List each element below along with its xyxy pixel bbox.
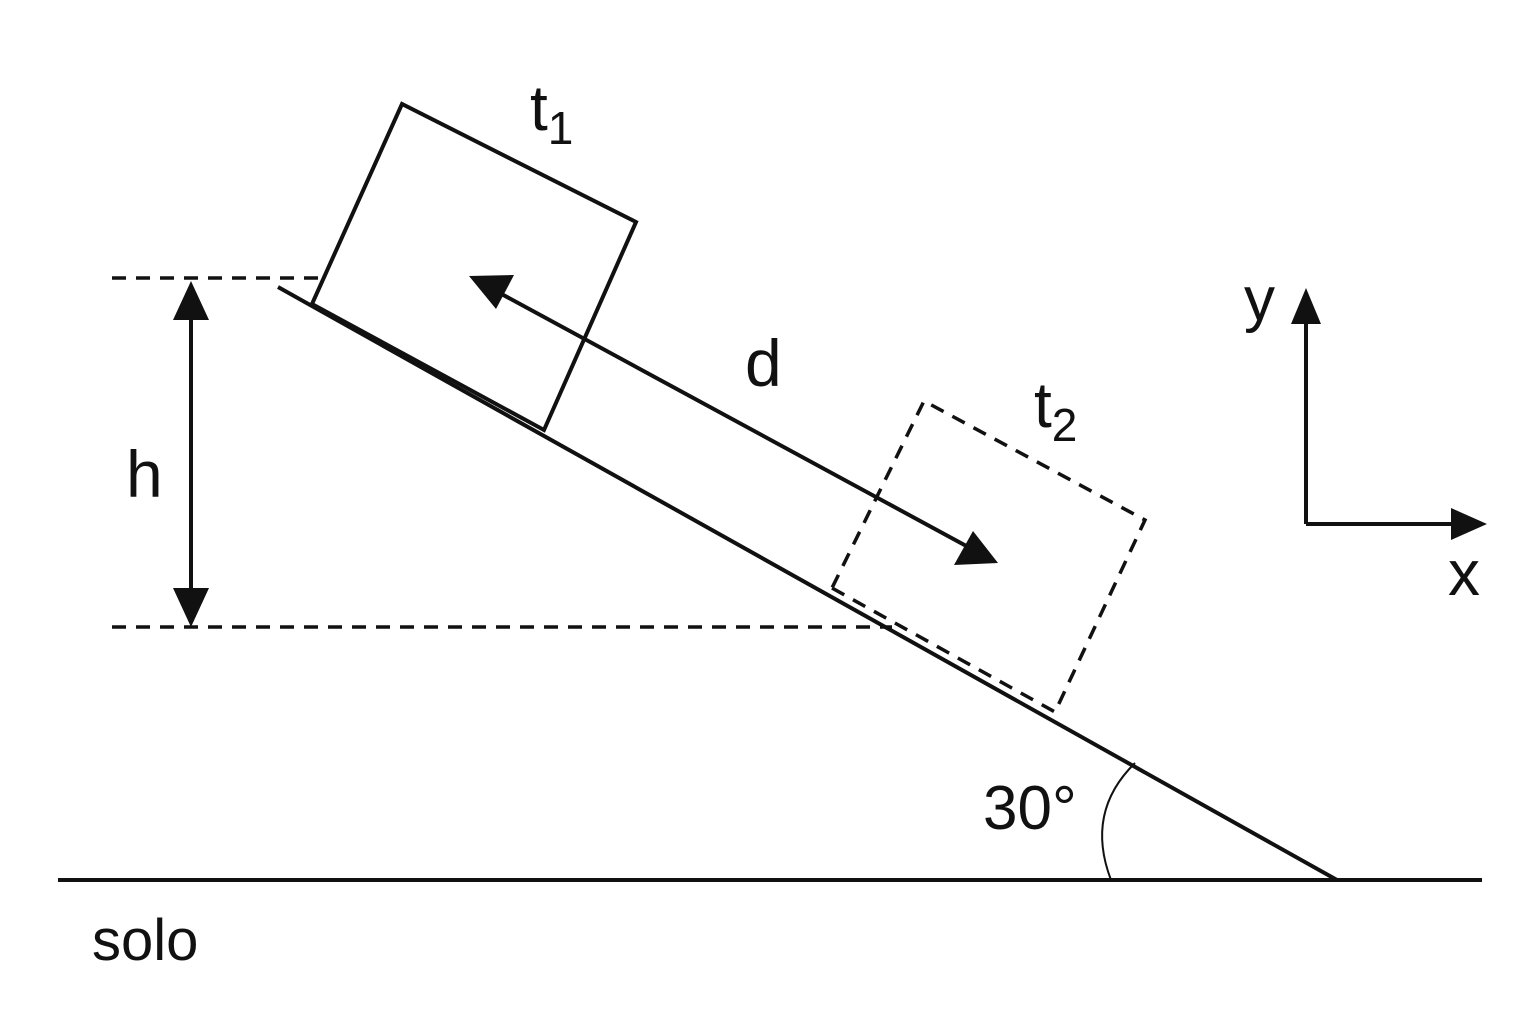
angle-arc [1101,762,1136,881]
label-height: h [126,437,163,511]
label-t2: t2 [1034,369,1077,451]
label-axis-y: y [1244,265,1275,334]
height-arrow [173,281,209,627]
displacement-arrow [469,275,998,565]
label-ground: solo [92,908,198,973]
label-axis-x: x [1448,537,1480,609]
label-angle: 30° [983,774,1077,843]
x-axis-arrowhead [1451,508,1487,540]
block-t1 [309,101,639,433]
y-axis-arrowhead [1291,288,1321,324]
incline-surface [277,285,1338,882]
coordinate-axes [1291,288,1487,540]
block-t2 [829,398,1148,715]
label-t1: t1 [530,72,573,154]
label-displacement: d [745,326,782,400]
